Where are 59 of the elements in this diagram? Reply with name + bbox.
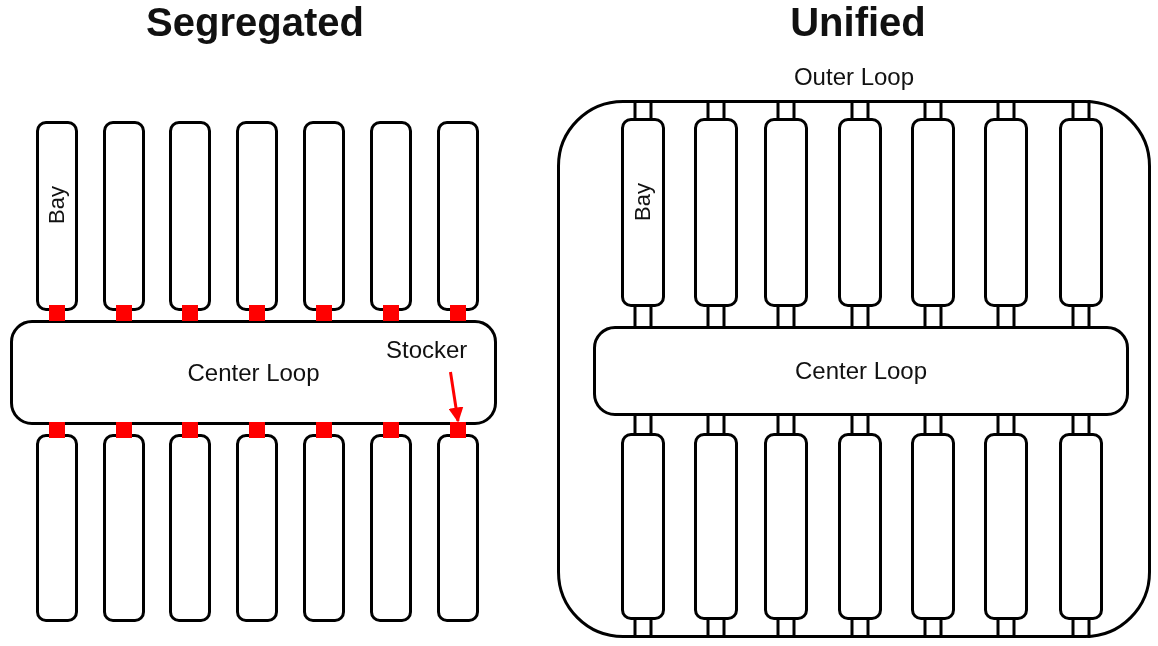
bay-box	[621, 433, 665, 620]
stocker-square	[383, 305, 399, 321]
bay-box	[370, 434, 412, 622]
bay-box	[437, 434, 479, 622]
rail-connector	[776, 305, 796, 328]
stocker-square	[450, 422, 466, 438]
stocker-square	[316, 422, 332, 438]
stocker-square	[383, 422, 399, 438]
bay-box	[1059, 433, 1103, 620]
bay-box	[303, 434, 345, 622]
rail-connector	[776, 414, 796, 435]
stocker-square	[249, 422, 265, 438]
stocker-square	[249, 305, 265, 321]
stocker-square	[182, 305, 198, 321]
bay-box	[169, 434, 211, 622]
loop-label: Center Loop	[794, 357, 928, 385]
rail-connector	[923, 305, 943, 328]
bay-box	[694, 118, 738, 307]
loop-label: Center Loop	[187, 358, 320, 387]
bay-box	[838, 118, 882, 307]
rail-connector	[996, 414, 1016, 435]
stocker-square	[450, 305, 466, 321]
rail-connector	[706, 414, 726, 435]
rail-connector	[1071, 305, 1091, 328]
bay-box	[1059, 118, 1103, 307]
stocker-square	[116, 305, 132, 321]
bay-box	[911, 118, 955, 307]
bay-label: Bay	[44, 186, 70, 224]
bay-box	[911, 433, 955, 620]
stocker-square	[316, 305, 332, 321]
panel-title: Segregated	[146, 0, 364, 45]
bay-box	[838, 433, 882, 620]
stocker-square	[182, 422, 198, 438]
bay-box	[984, 433, 1028, 620]
rail-connector	[706, 305, 726, 328]
leader-line	[448, 371, 464, 423]
rail-connector	[850, 414, 870, 435]
bay-box	[984, 118, 1028, 307]
stocker-square	[49, 422, 65, 438]
rail-connector	[633, 305, 653, 328]
stocker-square	[49, 305, 65, 321]
bay-box	[621, 118, 665, 307]
rail-connector	[633, 414, 653, 435]
bay-label: Bay	[630, 183, 656, 221]
rail-connector	[923, 414, 943, 435]
bay-box	[694, 433, 738, 620]
bay-box	[36, 434, 78, 622]
rail-connector	[850, 305, 870, 328]
stocker-square	[116, 422, 132, 438]
loop-box	[593, 326, 1129, 416]
bay-box	[103, 434, 145, 622]
bay-box	[236, 434, 278, 622]
loop-label: Outer Loop	[793, 63, 915, 90]
bay-box	[764, 118, 808, 307]
rail-connector	[996, 305, 1016, 328]
panel-title: Unified	[790, 0, 926, 45]
rail-connector	[1071, 414, 1091, 435]
bay-box	[764, 433, 808, 620]
stocker-label: Stocker	[386, 336, 490, 374]
